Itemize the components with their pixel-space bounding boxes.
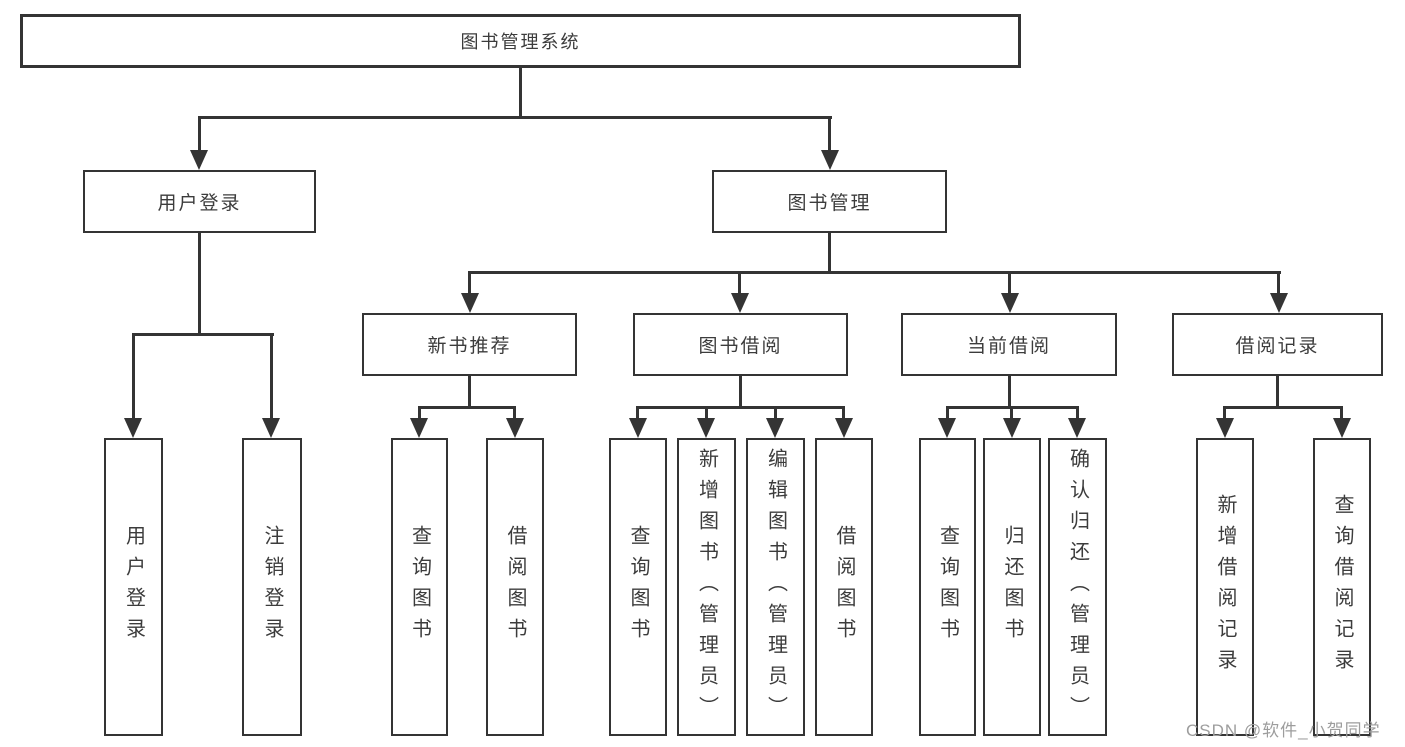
arrowhead-borrow-records xyxy=(1270,293,1288,313)
leaf-current-return-books-label: 归还图书 xyxy=(1001,525,1023,649)
leaf-current-confirm-return-admin: 确认归还（管理员） xyxy=(1048,438,1107,736)
leaf-current-query-books-label: 查询图书 xyxy=(936,525,959,649)
leaf-records-query-record: 查询借阅记录 xyxy=(1313,438,1371,736)
arrowhead-borrow-query xyxy=(629,418,647,438)
edge-level2-connector xyxy=(198,116,832,119)
edge-records-stub xyxy=(1276,375,1279,408)
arrowhead-records-query xyxy=(1333,418,1351,438)
edge-user-login-connector xyxy=(132,333,274,336)
leaf-current-confirm-return-admin-label: 确认归还（管理员） xyxy=(1066,447,1089,727)
edge-book-management-trunk xyxy=(828,232,831,273)
edge-drop-leaf-logout xyxy=(270,334,273,419)
leaf-records-add-record: 新增借阅记录 xyxy=(1196,438,1254,736)
node-user-login: 用户登录 xyxy=(83,170,316,233)
edge-drop-current-confirm xyxy=(1076,407,1079,419)
edge-drop-recommend-query xyxy=(418,407,421,419)
arrowhead-recommend-query xyxy=(410,418,428,438)
edge-drop-current-query xyxy=(946,407,949,419)
arrowhead-borrow-edit xyxy=(766,418,784,438)
leaf-borrow-add-books-admin-label: 新增图书（管理员） xyxy=(695,447,718,727)
edge-drop-borrow-edit xyxy=(774,407,777,419)
leaf-current-return-books: 归还图书 xyxy=(983,438,1041,736)
arrowhead-leaf-logout xyxy=(262,418,280,438)
edge-drop-leaf-user-login xyxy=(132,334,135,419)
edge-drop-book-borrow xyxy=(738,272,741,294)
node-current-borrow: 当前借阅 xyxy=(901,313,1117,376)
node-current-borrow-label: 当前借阅 xyxy=(966,336,1051,357)
edge-root-trunk xyxy=(519,67,522,118)
edge-borrow-stub xyxy=(739,375,742,408)
leaf-recommend-borrow-books-label: 借阅图书 xyxy=(504,525,526,649)
arrowhead-leaf-user-login xyxy=(124,418,142,438)
node-book-management: 图书管理 xyxy=(712,170,947,233)
edge-borrow-connector xyxy=(636,406,845,409)
edge-recommend-stub xyxy=(468,375,471,408)
edge-drop-book-management xyxy=(828,117,831,152)
edge-level3-connector xyxy=(468,271,1281,274)
leaf-borrow-borrow-books-label: 借阅图书 xyxy=(833,525,855,649)
edge-drop-recommend-borrow xyxy=(513,407,516,419)
arrowhead-user-login xyxy=(190,150,208,170)
leaf-borrow-edit-books-admin-label: 编辑图书（管理员） xyxy=(764,447,787,727)
edge-drop-new-book-recommend xyxy=(468,272,471,294)
node-book-borrow-label: 图书借阅 xyxy=(698,336,783,357)
leaf-borrow-query-books-label: 查询图书 xyxy=(627,525,649,649)
leaf-borrow-query-books: 查询图书 xyxy=(609,438,667,736)
node-user-login-label: 用户登录 xyxy=(157,193,242,214)
arrowhead-recommend-borrow xyxy=(506,418,524,438)
leaf-current-query-books: 查询图书 xyxy=(919,438,976,736)
edge-drop-borrow-borrow xyxy=(842,407,845,419)
edge-drop-user-login xyxy=(198,117,201,152)
leaf-recommend-query-books: 查询图书 xyxy=(391,438,448,736)
edge-records-connector xyxy=(1223,406,1343,409)
edge-drop-borrow-add xyxy=(705,407,708,419)
csdn-watermark: CSDN @软件_小贺同学 xyxy=(1186,721,1381,740)
node-book-borrow: 图书借阅 xyxy=(633,313,848,376)
edge-drop-borrow-query xyxy=(636,407,639,419)
leaf-records-query-record-label: 查询借阅记录 xyxy=(1331,494,1353,680)
leaf-recommend-query-books-label: 查询图书 xyxy=(408,525,431,649)
edge-drop-records-query xyxy=(1340,407,1343,419)
arrowhead-borrow-add xyxy=(697,418,715,438)
leaf-borrow-borrow-books: 借阅图书 xyxy=(815,438,873,736)
edge-drop-records-add xyxy=(1223,407,1226,419)
leaf-borrow-edit-books-admin: 编辑图书（管理员） xyxy=(746,438,805,736)
node-new-book-recommend: 新书推荐 xyxy=(362,313,577,376)
arrowhead-book-management xyxy=(821,150,839,170)
leaf-records-add-record-label: 新增借阅记录 xyxy=(1214,494,1236,680)
leaf-logout-label: 注销登录 xyxy=(261,525,283,649)
edge-drop-borrow-records xyxy=(1277,272,1280,294)
leaf-logout: 注销登录 xyxy=(242,438,302,736)
leaf-borrow-add-books-admin: 新增图书（管理员） xyxy=(677,438,736,736)
leaf-recommend-borrow-books: 借阅图书 xyxy=(486,438,544,736)
node-root-library-system: 图书管理系统 xyxy=(20,14,1021,68)
arrowhead-current-borrow xyxy=(1001,293,1019,313)
edge-drop-current-return xyxy=(1010,407,1013,419)
arrowhead-current-return xyxy=(1003,418,1021,438)
node-new-book-recommend-label: 新书推荐 xyxy=(427,336,512,357)
edge-drop-current-borrow xyxy=(1008,272,1011,294)
leaf-user-login: 用户登录 xyxy=(104,438,163,736)
leaf-user-login-label: 用户登录 xyxy=(122,525,145,649)
edge-current-stub xyxy=(1008,375,1011,408)
edge-user-login-trunk xyxy=(198,232,201,335)
arrowhead-borrow-borrow xyxy=(835,418,853,438)
node-borrow-records-label: 借阅记录 xyxy=(1235,336,1320,357)
arrowhead-book-borrow xyxy=(731,293,749,313)
node-borrow-records: 借阅记录 xyxy=(1172,313,1383,376)
node-book-management-label: 图书管理 xyxy=(787,193,872,214)
node-root-label: 图书管理系统 xyxy=(460,32,581,52)
arrowhead-current-confirm xyxy=(1068,418,1086,438)
arrowhead-new-book-recommend xyxy=(461,293,479,313)
arrowhead-current-query xyxy=(938,418,956,438)
arrowhead-records-add xyxy=(1216,418,1234,438)
edge-recommend-connector xyxy=(418,406,516,409)
